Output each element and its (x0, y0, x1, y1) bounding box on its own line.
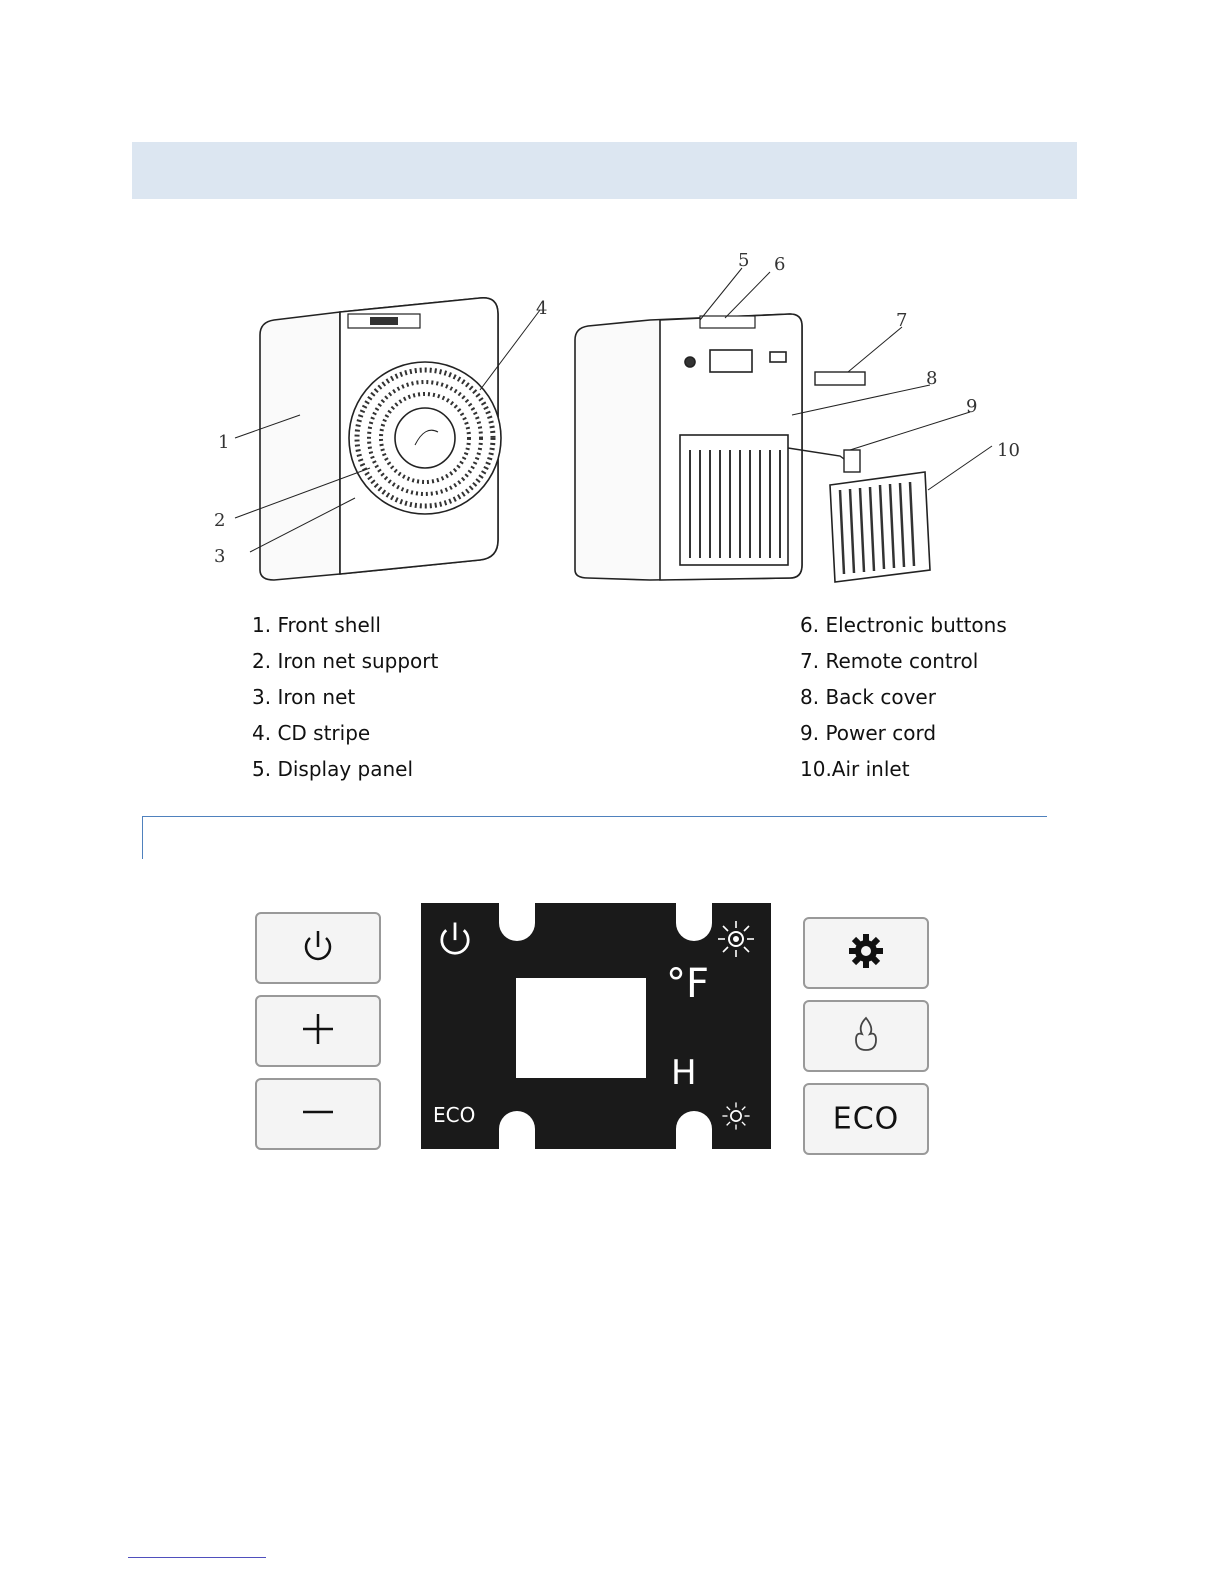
plus-icon (257, 1009, 379, 1053)
legend-item-front-shell: 1. Front shell (252, 607, 438, 643)
lcd-mode-letter: H (671, 1053, 697, 1093)
callout-10: 10 (997, 440, 1020, 461)
section-divider-edge (142, 816, 143, 859)
lcd-display: °F H ECO (421, 903, 771, 1149)
callout-4: 4 (536, 298, 547, 319)
callout-7: 7 (896, 310, 907, 331)
lcd-high-heat-icon (716, 919, 756, 963)
lcd-power-icon (433, 917, 477, 965)
product-parts-diagram: 1 2 3 4 5 6 7 8 9 10 (180, 240, 1060, 600)
plus-key (255, 995, 381, 1067)
settings-key (803, 917, 929, 989)
legend-item-cd-stripe: 4. CD stripe (252, 715, 438, 751)
callout-9: 9 (966, 396, 977, 417)
front-unit-drawing (260, 298, 501, 580)
eco-key: ECO (803, 1083, 929, 1155)
callout-8: 8 (926, 368, 937, 389)
control-panel-diagram: °F H ECO ECO (250, 895, 940, 1165)
legend-item-display-panel: 5. Display panel (252, 751, 438, 787)
callout-5: 5 (738, 250, 749, 271)
lcd-low-heat-icon (719, 1099, 753, 1137)
callout-6: 6 (774, 254, 785, 275)
flame-icon (805, 1014, 927, 1058)
legend-item-electronic-buttons: 6. Electronic buttons (800, 607, 1007, 643)
section-divider (142, 816, 1047, 817)
mode-key (803, 1000, 929, 1072)
parts-legend-right: 6. Electronic buttons 7. Remote control … (800, 607, 1007, 787)
air-inlet-filter-drawing (830, 472, 930, 582)
minus-key (255, 1078, 381, 1150)
remote-control-drawing (815, 372, 865, 385)
legend-item-iron-net-support: 2. Iron net support (252, 643, 438, 679)
lcd-unit-label: °F (666, 961, 709, 1007)
lcd-eco-label: ECO (433, 1103, 475, 1127)
callout-1: 1 (218, 432, 229, 453)
legend-item-power-cord: 9. Power cord (800, 715, 1007, 751)
parts-legend-left: 1. Front shell 2. Iron net support 3. Ir… (252, 607, 438, 787)
legend-item-remote-control: 7. Remote control (800, 643, 1007, 679)
back-unit-drawing (575, 314, 802, 580)
callout-3: 3 (214, 546, 225, 567)
power-key (255, 912, 381, 984)
legend-item-back-cover: 8. Back cover (800, 679, 1007, 715)
eco-key-label: ECO (805, 1102, 927, 1137)
footnote-rule (128, 1557, 266, 1558)
legend-item-air-inlet: 10.Air inlet (800, 751, 1007, 787)
lcd-readout-window (516, 978, 646, 1078)
legend-item-iron-net: 3. Iron net (252, 679, 438, 715)
heater-illustration: 1 2 3 4 5 6 7 8 9 10 (180, 240, 1060, 600)
section-heading-band (132, 142, 1077, 199)
power-icon (257, 926, 379, 970)
callout-2: 2 (214, 510, 225, 531)
gear-icon (805, 931, 927, 975)
minus-icon (257, 1092, 379, 1136)
